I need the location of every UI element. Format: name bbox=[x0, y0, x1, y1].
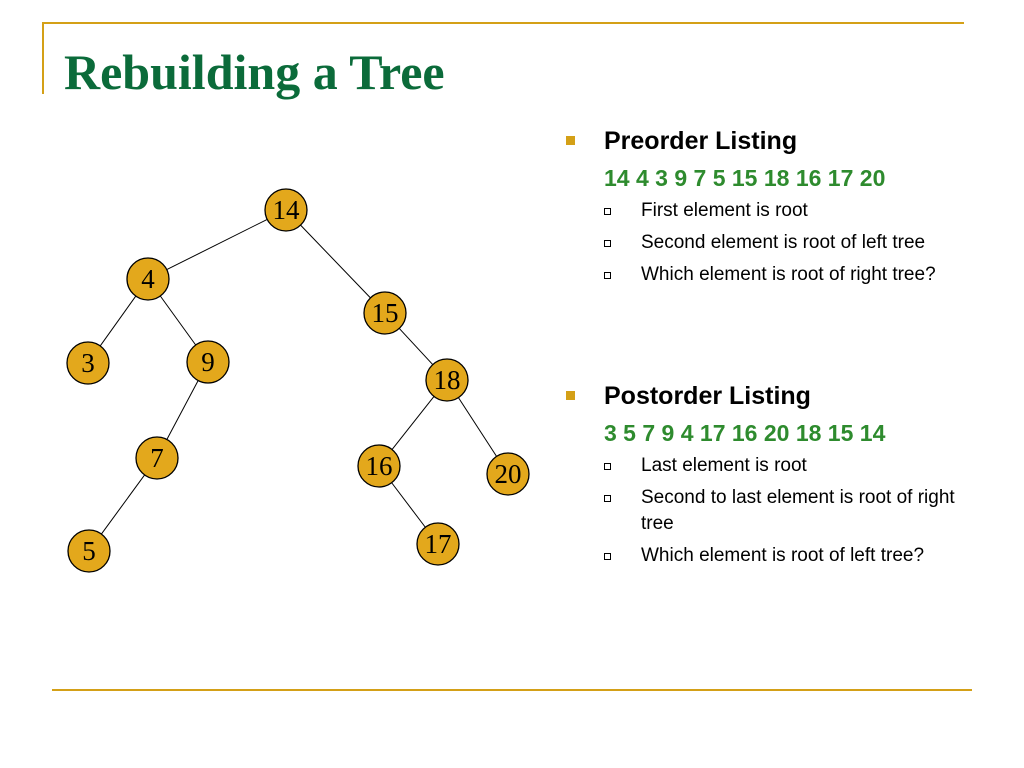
postorder-point: Which element is root of left tree? bbox=[604, 543, 991, 569]
tree-node-circle bbox=[66, 341, 110, 385]
tree-node-18: 18 bbox=[425, 358, 469, 402]
tree-node-20: 20 bbox=[486, 452, 530, 496]
tree-edge-4-3 bbox=[99, 295, 137, 347]
tree-node-5: 5 bbox=[67, 529, 111, 573]
tree-node-15: 15 bbox=[363, 291, 407, 335]
tree-node-17: 17 bbox=[416, 522, 460, 566]
tree-edge-16-17 bbox=[391, 482, 426, 528]
tree-node-label: 17 bbox=[425, 529, 452, 559]
tree-node-label: 5 bbox=[82, 536, 96, 566]
bullet-square-icon bbox=[566, 391, 575, 400]
preorder-points: First element is root Second element is … bbox=[604, 198, 1006, 288]
postorder-sequence: 3 5 7 9 4 17 16 20 18 15 14 bbox=[604, 420, 886, 446]
preorder-sequence: 14 4 3 9 7 5 15 18 16 17 20 bbox=[604, 165, 886, 191]
preorder-point: Second element is root of left tree bbox=[604, 230, 991, 256]
tree-node-circle bbox=[425, 358, 469, 402]
tree-node-circle bbox=[357, 444, 401, 488]
slide-title: Rebuilding a Tree bbox=[64, 44, 445, 100]
hollow-square-bullet-icon bbox=[604, 272, 611, 279]
frame-left-rule bbox=[42, 22, 44, 94]
tree-node-circle bbox=[186, 340, 230, 384]
hollow-square-bullet-icon bbox=[604, 463, 611, 470]
postorder-points: Last element is root Second to last elem… bbox=[604, 453, 1006, 569]
hollow-square-bullet-icon bbox=[604, 553, 611, 560]
tree-node-label: 18 bbox=[434, 365, 461, 395]
tree-node-label: 16 bbox=[366, 451, 393, 481]
tree-node-circle bbox=[416, 522, 460, 566]
tree-edge-14-4 bbox=[166, 218, 268, 271]
tree-node-label: 3 bbox=[81, 348, 95, 378]
postorder-point: Second to last element is root of right … bbox=[604, 485, 991, 537]
tree-node-label: 20 bbox=[495, 459, 522, 489]
tree-edge-9-7 bbox=[166, 380, 199, 440]
tree-edge-7-5 bbox=[100, 474, 146, 535]
postorder-point: Last element is root bbox=[604, 453, 991, 479]
tree-edges bbox=[99, 218, 497, 535]
frame-top-rule bbox=[42, 22, 964, 24]
preorder-point: Which element is root of right tree? bbox=[604, 262, 991, 288]
tree-node-circle bbox=[363, 291, 407, 335]
tree-node-14: 14 bbox=[264, 188, 308, 232]
hollow-square-bullet-icon bbox=[604, 240, 611, 247]
postorder-heading: Postorder Listing bbox=[604, 382, 811, 410]
tree-node-label: 7 bbox=[150, 443, 164, 473]
tree-node-3: 3 bbox=[66, 341, 110, 385]
tree-node-circle bbox=[126, 257, 170, 301]
tree-node-16: 16 bbox=[357, 444, 401, 488]
frame-bottom-rule bbox=[52, 689, 972, 691]
hollow-square-bullet-icon bbox=[604, 495, 611, 502]
tree-edge-14-15 bbox=[300, 224, 371, 299]
tree-edge-15-18 bbox=[398, 328, 434, 365]
tree-node-label: 4 bbox=[141, 264, 155, 294]
tree-edge-4-9 bbox=[159, 295, 197, 346]
tree-node-circle bbox=[67, 529, 111, 573]
tree-node-label: 9 bbox=[201, 347, 215, 377]
tree-node-label: 14 bbox=[273, 195, 301, 225]
tree-node-4: 4 bbox=[126, 257, 170, 301]
tree-node-circle bbox=[486, 452, 530, 496]
tree-node-circle bbox=[264, 188, 308, 232]
postorder-section: Postorder Listing 3 5 7 9 4 17 16 20 18 … bbox=[566, 379, 1006, 575]
tree-node-7: 7 bbox=[135, 436, 179, 480]
binary-tree-diagram: 14 4 15 3 9 18 7 16 20 5 17 bbox=[66, 188, 530, 573]
hollow-square-bullet-icon bbox=[604, 208, 611, 215]
tree-edge-18-16 bbox=[391, 396, 435, 450]
tree-edge-18-20 bbox=[458, 397, 497, 457]
tree-node-label: 15 bbox=[372, 298, 399, 328]
preorder-point: First element is root bbox=[604, 198, 991, 224]
preorder-heading: Preorder Listing bbox=[604, 127, 798, 155]
preorder-section: Preorder Listing 14 4 3 9 7 5 15 18 16 1… bbox=[566, 124, 1006, 294]
bullet-square-icon bbox=[566, 136, 575, 145]
tree-node-circle bbox=[135, 436, 179, 480]
tree-node-9: 9 bbox=[186, 340, 230, 384]
